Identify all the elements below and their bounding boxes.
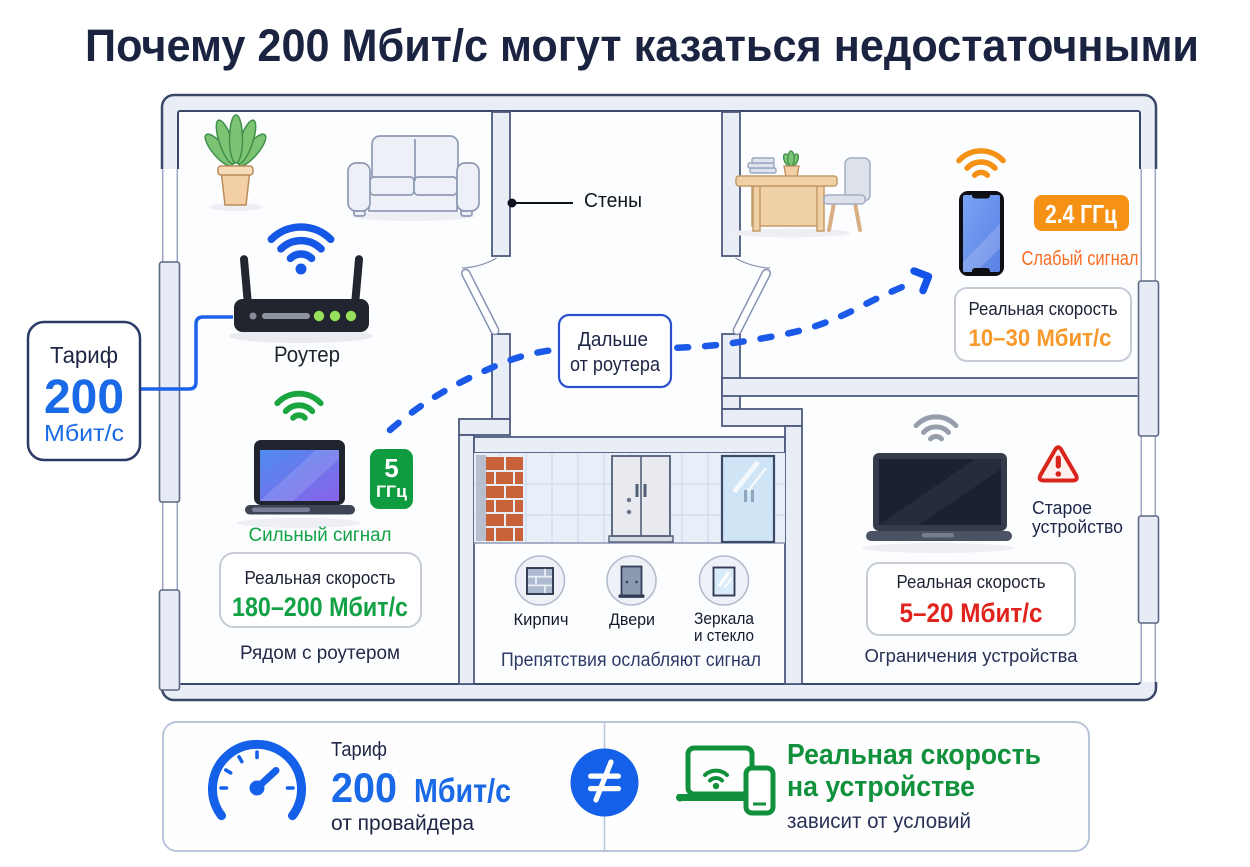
svg-text:Стены: Стены: [584, 190, 642, 212]
svg-text:Реальная скорость: Реальная скорость: [787, 739, 1041, 771]
svg-text:Мбит/с: Мбит/с: [414, 772, 511, 809]
svg-text:180–200 Мбит/с: 180–200 Мбит/с: [232, 592, 408, 622]
svg-text:зависит от условий: зависит от условий: [787, 810, 971, 833]
svg-text:устройство: устройство: [1032, 516, 1123, 537]
svg-text:2.4 ГГц: 2.4 ГГц: [1045, 199, 1117, 229]
svg-text:Зеркала: Зеркала: [694, 609, 754, 628]
svg-text:Тариф: Тариф: [331, 739, 387, 761]
svg-text:Тариф: Тариф: [50, 342, 118, 368]
svg-text:Сильный сигнал: Сильный сигнал: [249, 525, 392, 546]
svg-text:5–20 Мбит/с: 5–20 Мбит/с: [900, 598, 1043, 628]
svg-text:Мбит/с: Мбит/с: [44, 420, 124, 446]
svg-text:Реальная скорость: Реальная скорость: [245, 567, 396, 588]
svg-text:Старое: Старое: [1032, 497, 1092, 518]
svg-text:Рядом с роутером: Рядом с роутером: [240, 643, 400, 664]
svg-text:Почему 200 Мбит/с могут казать: Почему 200 Мбит/с могут казаться недоста…: [85, 20, 1199, 71]
svg-text:Двери: Двери: [609, 610, 655, 629]
svg-text:Реальная скорость: Реальная скорость: [969, 298, 1118, 319]
svg-text:Роутер: Роутер: [274, 342, 340, 367]
svg-text:Реальная скорость: Реальная скорость: [897, 571, 1046, 592]
svg-text:Препятствия ослабляют сигнал: Препятствия ослабляют сигнал: [501, 650, 761, 671]
svg-text:и стекло: и стекло: [694, 626, 754, 645]
svg-text:на устройстве: на устройстве: [787, 771, 975, 803]
svg-text:5: 5: [384, 453, 398, 483]
svg-text:Слабый сигнал: Слабый сигнал: [1022, 248, 1139, 270]
svg-text:Ограничения устройства: Ограничения устройства: [865, 646, 1079, 666]
svg-text:200: 200: [331, 764, 397, 811]
svg-text:ГГц: ГГц: [376, 482, 408, 501]
svg-text:200: 200: [44, 371, 124, 424]
svg-text:от роутера: от роутера: [570, 354, 661, 376]
svg-text:10–30 Мбит/с: 10–30 Мбит/с: [969, 325, 1112, 352]
svg-text:Кирпич: Кирпич: [514, 610, 569, 629]
svg-text:от провайдера: от провайдера: [331, 812, 474, 835]
svg-text:Дальше: Дальше: [578, 329, 648, 351]
